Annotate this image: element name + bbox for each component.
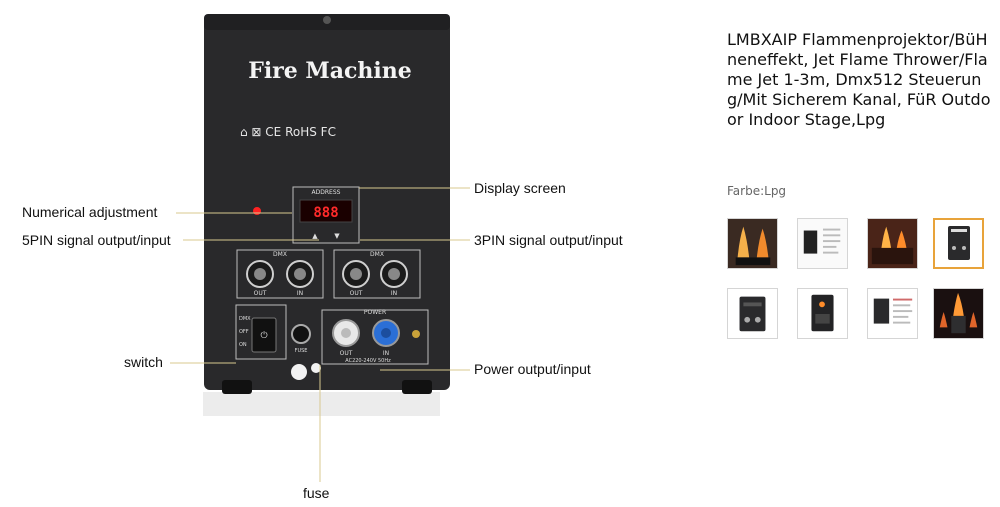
switch-off-label: OFF [239,329,249,335]
thumbnail-8[interactable] [933,288,984,339]
power-frame [321,309,429,365]
top-screw [323,16,331,24]
callout-numerical-adjustment: Numerical adjustment [22,204,157,220]
dmx3-in-label: IN [391,290,397,297]
rocker-switch[interactable] [251,317,277,353]
callout-switch: switch [124,354,163,370]
flame-jet-icon [934,289,983,338]
device-panel-icon [798,289,847,338]
switch-dmx-label: DMX [239,316,251,322]
display-screen [299,199,353,223]
address-label: ADDRESS [312,189,341,196]
dmx3-out-label: OUT [350,290,363,297]
thumbnail-3[interactable] [867,218,918,269]
flame-stage-icon [728,219,777,268]
dmx5-label: DMX [273,251,287,258]
foot-right [402,380,432,394]
thumbnail-1[interactable] [727,218,778,269]
callout-3pin: 3PIN signal output/input [474,232,623,248]
power-label: POWER [364,309,386,316]
thumbnail-5[interactable] [727,288,778,339]
dmx3-label: DMX [370,251,384,258]
thumbnail-4[interactable] [933,218,984,269]
display-digits: 888 [313,205,338,221]
product-image[interactable]: Fire Machine ⌂ ⊠ CE RoHS FC ADDRESS 888 … [0,0,680,507]
stage-scene-icon [868,219,917,268]
fire-machine-icon [935,220,982,267]
dmx5-frame [236,249,324,299]
fuse-holder[interactable] [291,324,311,344]
power-in-label: IN [383,350,389,357]
cert-sticker [291,364,307,380]
fuse-label: FUSE [295,348,308,354]
down-arrow-icon[interactable]: ▼ [334,232,340,240]
power-out-label: OUT [340,350,353,357]
svg-text:⏻: ⏻ [260,330,267,341]
callout-display-screen: Display screen [474,180,566,196]
color-variant-label: Farbe:Lpg [727,184,787,198]
callout-lines [170,187,470,482]
cert-sticker-small [311,363,321,373]
callout-power: Power output/input [474,361,591,377]
foot-left [222,380,252,394]
dmx5-out-label: OUT [254,290,267,297]
device-front-icon [728,289,777,338]
spec-sheet-icon [798,219,847,268]
switch-on-label: ON [239,342,247,348]
thumbnail-6[interactable] [797,288,848,339]
status-led [253,207,261,215]
switch-frame [235,304,287,360]
display-frame [292,186,360,244]
up-arrow-icon[interactable]: ▲ [312,232,318,240]
voltage-label: AC220-240V 50Hz [345,358,391,364]
thumbnail-7[interactable] [867,288,918,339]
spec-detail-icon [868,289,917,338]
callout-fuse: fuse [303,485,330,501]
floor-shadow [203,392,440,416]
ground-screw [412,330,420,338]
certification-marks: ⌂ ⊠ CE RoHS FC [240,125,336,139]
thumbnail-2[interactable] [797,218,848,269]
dmx3-frame [333,249,421,299]
dmx5-in-label: IN [297,290,303,297]
product-title: LMBXAIP Flammenprojektor/BüHneneffekt, J… [727,30,991,129]
callout-5pin: 5PIN signal output/input [22,232,171,248]
device-name: Fire Machine [248,58,412,84]
